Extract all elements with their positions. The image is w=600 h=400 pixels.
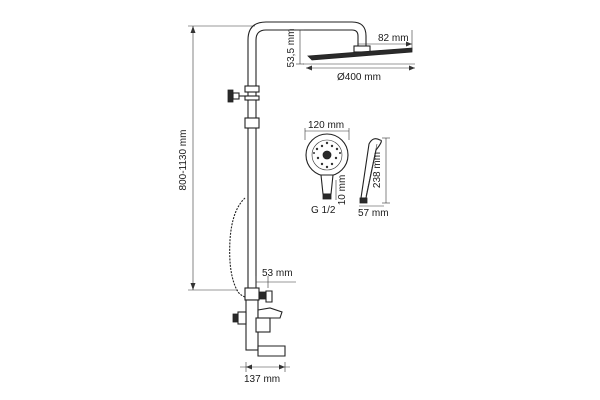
base-depth-label: 137 mm (244, 374, 280, 385)
hand-depth-dimension: 57 mm (358, 205, 389, 219)
height-dimension: 800-1130 mm (178, 25, 255, 291)
base-depth-dimension: 137 mm (240, 362, 290, 385)
spout-gap-dimension: 53 mm (255, 268, 296, 288)
tub-spout (257, 345, 286, 357)
shower-hose (229, 197, 258, 299)
head-offset-dimension: 82 mm (358, 30, 413, 50)
head-offset-label: 82 mm (378, 33, 409, 44)
pipe-slider (244, 117, 260, 129)
height-range-label: 800-1130 mm (178, 130, 189, 191)
hand-shower-front (305, 133, 349, 200)
hand-width-label: 120 mm (308, 120, 344, 131)
diverter-fitting (244, 287, 273, 303)
head-diameter-dimension: Ø400 mm (306, 65, 415, 83)
hand-length-label: 238 mm (372, 152, 383, 188)
thread-label: G 1/2 (311, 205, 336, 216)
hand-width-dimension: 120 mm (304, 120, 350, 140)
hand-neck-dimension: 10 mm (335, 175, 348, 206)
pipe-joint-upper (244, 85, 260, 93)
head-thickness-label: 53,5 mm (286, 29, 297, 68)
wall-bracket-knob (227, 89, 247, 103)
hand-shower-side (359, 138, 382, 204)
mixer-body (232, 299, 286, 357)
head-diameter-label: Ø400 mm (337, 72, 381, 83)
riser-pipe (244, 21, 367, 288)
spout-gap-label: 53 mm (262, 268, 293, 279)
hand-length-dimension: 238 mm (372, 137, 390, 204)
head-thickness-dimension: 53,5 mm (286, 29, 304, 68)
hand-depth-label: 57 mm (358, 208, 389, 219)
rain-shower-head (303, 45, 415, 65)
hand-neck-label: 10 mm (337, 175, 348, 206)
pipe-ring (244, 95, 260, 101)
